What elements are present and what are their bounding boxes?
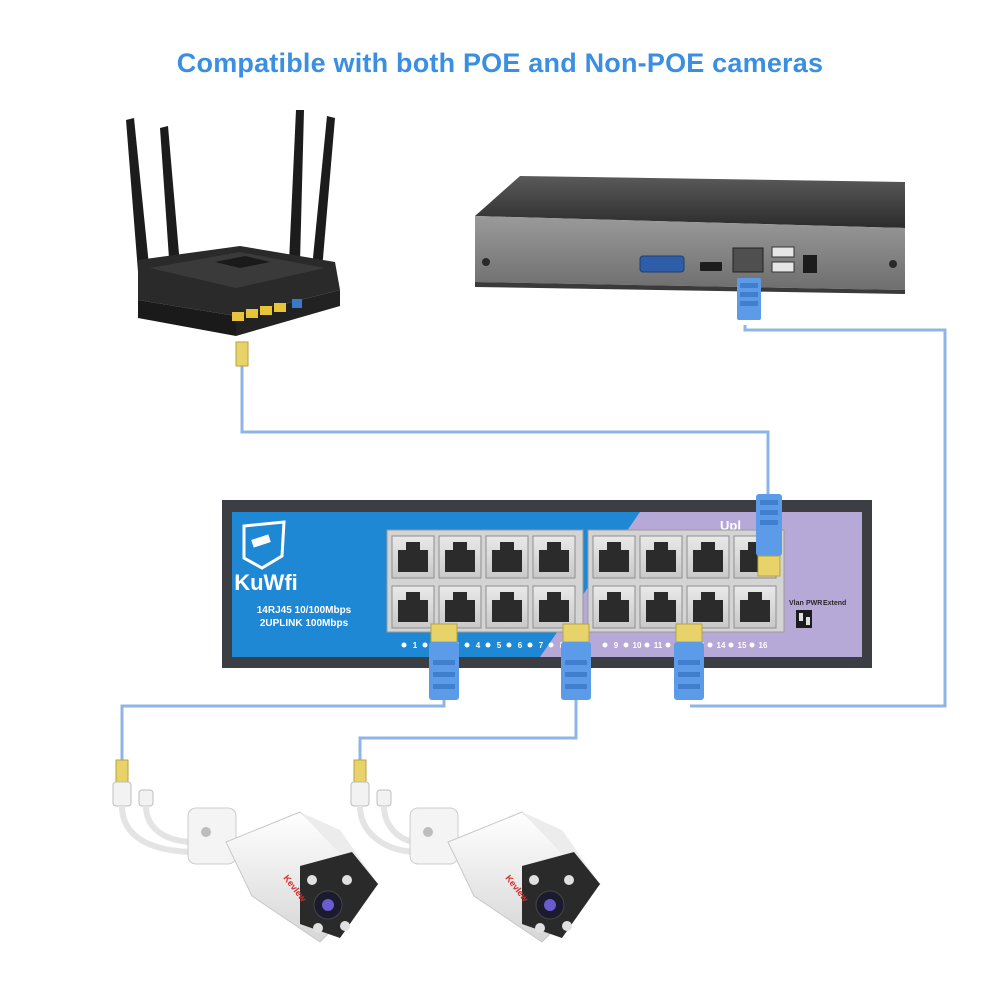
- switch-plugs: [429, 494, 782, 700]
- port-led: [728, 642, 734, 648]
- router-lan-ports: [232, 299, 302, 321]
- rj45-port: [532, 535, 576, 579]
- rj45-port: [485, 535, 529, 579]
- headline: Compatible with both POE and Non-POE cam…: [176, 48, 824, 78]
- port-led: [464, 642, 470, 648]
- router-antenna: [289, 110, 304, 262]
- rj45-port: [686, 535, 730, 579]
- switch-to-camera2-cable: [358, 700, 578, 762]
- camera-face: [522, 852, 600, 938]
- router-rj45-plug: [235, 341, 249, 367]
- port-led: [485, 642, 491, 648]
- switch-spec-line1: 14RJ45 10/100Mbps: [257, 605, 352, 616]
- rj45-port: [391, 535, 435, 579]
- nvr-recorder: [475, 176, 905, 320]
- port-number-row: 12345678910111213141516: [401, 641, 768, 650]
- port-led: [707, 642, 713, 648]
- port-number: 7: [539, 641, 544, 650]
- rj45-port: [686, 585, 730, 629]
- router-top-face: [150, 252, 325, 288]
- nvr-rj45-plug: [737, 278, 761, 320]
- switch-spec-line2: 2UPLINK 100Mbps: [260, 618, 349, 629]
- rj45-port: [639, 585, 683, 629]
- port-led: [602, 642, 608, 648]
- port-number: 16: [759, 641, 768, 650]
- rj45-ports: [391, 535, 777, 629]
- port-number: 11: [654, 641, 663, 650]
- port-led: [548, 642, 554, 648]
- rj45-port: [733, 585, 777, 629]
- usb-port: [771, 261, 795, 273]
- switch-brand: KuWfi: [234, 570, 298, 595]
- nvr-lan-port: [732, 247, 764, 273]
- port-number: 6: [518, 641, 523, 650]
- port-number: 4: [476, 641, 481, 650]
- switch-to-camera1-cable: [120, 700, 446, 762]
- nvr-to-switch-cable: [690, 325, 947, 708]
- camera2-switch-plug: [561, 623, 591, 700]
- hdmi-port: [700, 262, 722, 271]
- rj45-port: [485, 585, 529, 629]
- uplink-label: Upl: [720, 518, 741, 533]
- port-led: [644, 642, 650, 648]
- nvr-top: [475, 176, 905, 228]
- camera-face: [300, 852, 378, 938]
- router-vent: [215, 256, 270, 268]
- router-antenna: [126, 118, 152, 297]
- port-number: 9: [614, 641, 619, 650]
- router-front: [138, 300, 236, 336]
- vga-port: [639, 255, 685, 273]
- indicator-pwr: PWR: [806, 600, 822, 607]
- rj45-port: [438, 585, 482, 629]
- router-antenna: [312, 116, 335, 270]
- port-number: 15: [738, 641, 747, 650]
- nvr-front-panel: [475, 216, 905, 290]
- camera1-switch-plug: [429, 623, 459, 700]
- port-led: [401, 642, 407, 648]
- indicator-extend: Extend: [823, 600, 846, 607]
- shield-camera-icon: [242, 520, 286, 570]
- usb-port: [771, 246, 795, 258]
- camera-mount: [409, 807, 459, 865]
- kuwfi-logo: KuWfi 14RJ45 10/100Mbps 2UPLINK 100Mbps: [234, 520, 352, 629]
- rj45-port: [639, 535, 683, 579]
- router-side: [236, 290, 340, 336]
- indicator-vlan: Vlan: [789, 600, 804, 607]
- cables: [120, 325, 947, 762]
- port-number: 5: [497, 641, 502, 650]
- port-led: [665, 642, 671, 648]
- wifi-router: [126, 110, 340, 367]
- rj45-port: [438, 535, 482, 579]
- port-led: [422, 642, 428, 648]
- bullet-camera-2: Kevlew: [350, 759, 601, 943]
- bullet-camera-1: Kevlew: [112, 759, 379, 943]
- router-to-switch-cable: [240, 365, 770, 495]
- port-led: [506, 642, 512, 648]
- nvr-lip: [475, 282, 905, 294]
- dc-power-jack: [803, 255, 817, 273]
- port-led: [623, 642, 629, 648]
- port-number: 10: [633, 641, 642, 650]
- nvr-switch-plug: [674, 623, 704, 700]
- port-number: 1: [413, 641, 418, 650]
- uplink-rj45-plug: [756, 494, 782, 577]
- port-led: [527, 642, 533, 648]
- rj45-port: [391, 585, 435, 629]
- rj45-port: [532, 585, 576, 629]
- camera-mount: [187, 807, 237, 865]
- port-led: [749, 642, 755, 648]
- rj45-port: [592, 585, 636, 629]
- rj45-port: [592, 535, 636, 579]
- port-number: 14: [717, 641, 726, 650]
